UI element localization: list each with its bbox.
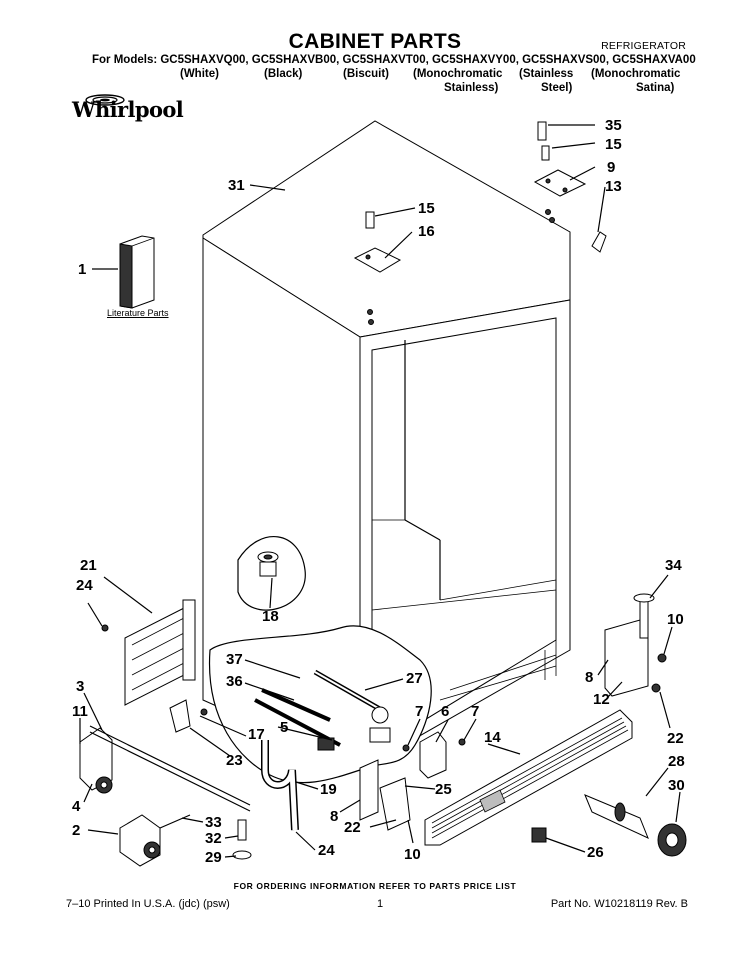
literature-booklet — [119, 235, 155, 309]
whirlpool-logo: Whirlpool — [72, 97, 184, 122]
callout-9: 9 — [607, 159, 615, 176]
page-number: 1 — [377, 898, 384, 910]
color-stainless-steel-line2: Steel) — [541, 82, 573, 94]
callout-8-left: 8 — [330, 808, 338, 825]
toe-grille — [424, 709, 633, 846]
callout-8-right: 8 — [585, 669, 593, 686]
callout-24-lower: 24 — [318, 842, 335, 859]
water-line — [261, 688, 331, 722]
leg-bracket-10 — [379, 777, 411, 831]
callout-15: 15 — [418, 200, 435, 217]
valve-assembly — [313, 669, 391, 743]
door-stop-clip — [591, 231, 607, 253]
callout-34: 34 — [665, 557, 682, 574]
callout-17: 17 — [248, 726, 265, 743]
callout-22-right: 22 — [667, 730, 684, 747]
lower-hinge — [604, 593, 667, 697]
color-black: (Black) — [264, 68, 303, 80]
grille-clip — [531, 827, 547, 843]
callout-27: 27 — [406, 670, 423, 687]
callout-13: 13 — [605, 178, 622, 195]
print-info: 7–10 Printed In U.S.A. (jdc) (psw) — [66, 898, 230, 910]
callout-7-left: 7 — [415, 703, 423, 720]
callout-1: 1 — [78, 261, 86, 278]
callout-10-right: 10 — [667, 611, 684, 628]
callout-numbers: 35 15 9 13 31 15 16 1 21 24 18 34 10 3 3… — [72, 117, 685, 866]
callout-35: 35 — [605, 117, 622, 134]
callout-31: 31 — [228, 177, 245, 194]
screws-17-23 — [101, 624, 208, 733]
callout-15-top: 15 — [605, 136, 622, 153]
callout-11: 11 — [72, 703, 88, 720]
callout-37: 37 — [226, 651, 243, 668]
appliance-category: REFRIGERATOR — [601, 40, 686, 52]
callout-5: 5 — [280, 719, 288, 736]
callout-23: 23 — [226, 752, 243, 769]
top-hinge-bracket-right — [533, 121, 587, 197]
part-number: Part No. W10218119 Rev. B — [550, 898, 688, 910]
callout-6: 6 — [441, 703, 449, 720]
cabinet-shell — [202, 120, 571, 771]
callout-33: 33 — [205, 814, 222, 831]
drain-fitting — [257, 551, 279, 577]
callout-10-left: 10 — [404, 846, 421, 863]
color-mono-stainless-line2: Stainless) — [444, 82, 499, 94]
callout-32: 32 — [205, 830, 222, 847]
color-mono-satina: (Monochromatic — [591, 68, 681, 80]
front-roller-assembly — [79, 725, 251, 812]
color-biscuit: (Biscuit) — [343, 68, 389, 80]
callout-7-right: 7 — [471, 703, 479, 720]
callout-4: 4 — [72, 798, 81, 815]
color-stainless-steel: (Stainless — [519, 68, 574, 80]
model-list: For Models: GC5SHAXVQ00, GC5SHAXVB00, GC… — [92, 54, 696, 66]
rear-access-panel — [124, 599, 196, 706]
lower-cutaway — [208, 625, 432, 784]
callout-21: 21 — [80, 557, 97, 574]
callout-3: 3 — [76, 678, 84, 695]
callout-18: 18 — [262, 608, 279, 625]
top-hinge-bracket-left — [353, 211, 402, 273]
callout-12: 12 — [593, 691, 610, 708]
callout-14: 14 — [484, 729, 501, 746]
callout-22-left: 22 — [344, 819, 361, 836]
callout-19: 19 — [320, 781, 337, 798]
callout-28: 28 — [668, 753, 685, 770]
color-white: (White) — [180, 68, 219, 80]
whirlpool-swirl-icon — [84, 93, 126, 106]
callout-2: 2 — [72, 822, 80, 839]
callout-29: 29 — [205, 849, 222, 866]
callout-36: 36 — [226, 673, 243, 690]
leg-bracket-8 — [359, 759, 379, 821]
color-mono-stainless: (Monochromatic — [413, 68, 503, 80]
fan-motor — [584, 794, 687, 857]
leader-lines — [79, 124, 681, 858]
literature-parts-label: Literature Parts — [107, 308, 169, 318]
callout-16: 16 — [418, 223, 435, 240]
rear-roller-assembly — [119, 814, 252, 867]
callout-30: 30 — [668, 777, 685, 794]
color-mono-satina-line2: Satina) — [636, 82, 675, 94]
ordering-note: FOR ORDERING INFORMATION REFER TO PARTS … — [233, 881, 517, 891]
callout-26: 26 — [587, 844, 604, 861]
page-title: CABINET PARTS — [288, 30, 462, 53]
callout-25: 25 — [435, 781, 452, 798]
callout-24-upper: 24 — [76, 577, 93, 594]
bracket-6 — [402, 731, 466, 779]
